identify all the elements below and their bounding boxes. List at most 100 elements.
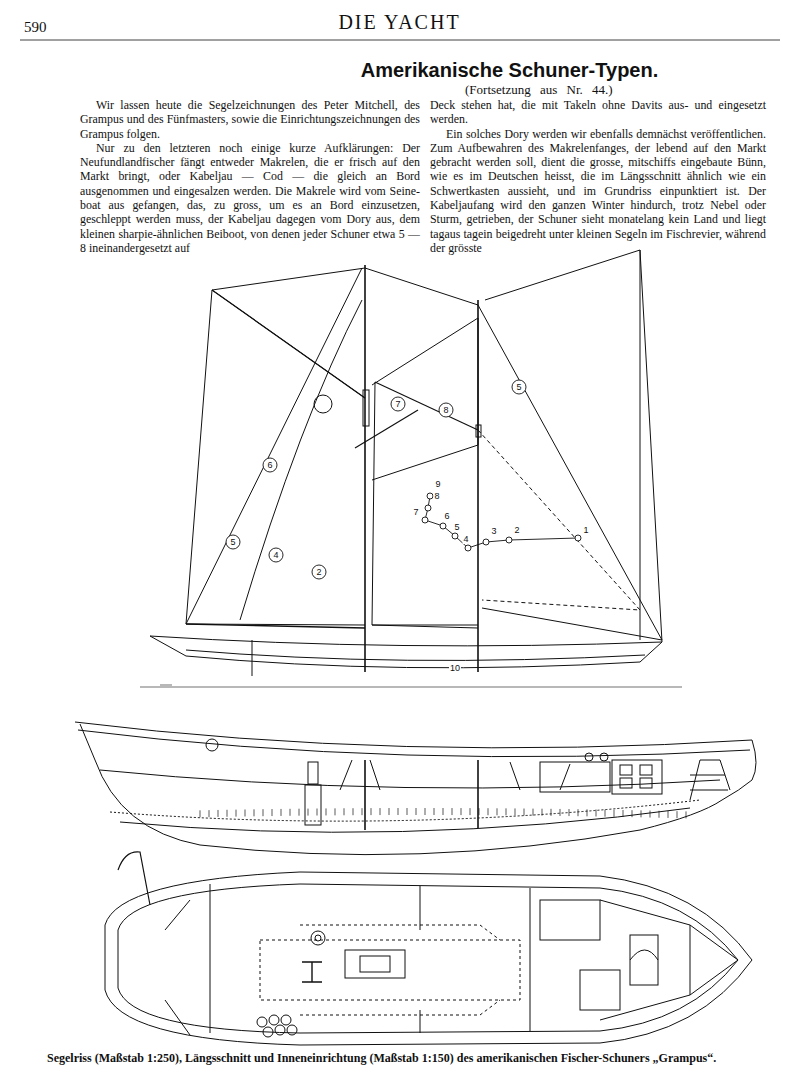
drawing-stroke [540, 900, 600, 940]
callout-number: 5 [229, 537, 236, 547]
drawing-stroke [362, 808, 363, 815]
drawing-stroke [120, 808, 690, 832]
drawing-stroke [620, 778, 632, 788]
drawing-stroke [569, 809, 570, 816]
drawing-stroke [245, 809, 246, 816]
drawing-stroke [659, 811, 660, 818]
drawing-stroke [365, 268, 478, 305]
drawing-stroke [269, 548, 283, 562]
drawing-stroke [312, 565, 326, 579]
drawing-stroke [364, 760, 366, 830]
drawing-stroke [212, 268, 365, 290]
drawing-stroke [452, 808, 453, 815]
callout-number: 10 [449, 663, 461, 673]
drawing-stroke [461, 808, 462, 815]
drawing-stroke [160, 685, 172, 686]
drawing-stroke [600, 753, 608, 761]
drawing-stroke [434, 808, 435, 815]
drawing-stroke [150, 636, 662, 646]
drawing-stroke [614, 810, 615, 817]
drawing-stroke [252, 640, 253, 676]
drawing-stroke [668, 811, 669, 818]
drawing-stroke [375, 382, 478, 430]
drawing-stroke [236, 810, 237, 817]
drawing-stroke [299, 809, 300, 816]
drawing-stroke [75, 722, 752, 748]
drawing-stroke [530, 888, 531, 1031]
drawing-stroke [340, 760, 380, 790]
drawing-stroke [100, 770, 720, 788]
drawing-stroke [630, 950, 658, 960]
drawing-stroke [263, 1027, 273, 1037]
callout-number: 3 [490, 526, 497, 536]
drawing-stroke [470, 808, 471, 815]
drawing-stroke [690, 760, 730, 800]
drawing-stroke [600, 995, 690, 1020]
drawing-stroke [596, 809, 597, 816]
callout-number: 4 [462, 534, 469, 544]
drawing-stroke [308, 809, 309, 816]
page-number: 590 [24, 18, 47, 36]
drawing-stroke [641, 810, 642, 817]
drawing-stroke [690, 925, 691, 995]
drawing-stroke [605, 810, 606, 817]
drawing-stroke [226, 535, 240, 549]
drawing-stroke [206, 739, 218, 751]
sail-plan [140, 250, 682, 687]
drawing-stroke [620, 765, 632, 775]
drawing-stroke [165, 900, 190, 1035]
drawing-stroke [407, 808, 408, 815]
drawing-stroke [281, 809, 282, 816]
drawing-stroke [372, 318, 478, 445]
text-column: Deck stehen hat, die mit Takeln ohne Dav… [430, 98, 766, 255]
drawing-stroke [345, 950, 405, 978]
callout-number: 5 [515, 382, 522, 392]
drawing-stroke [580, 970, 620, 1010]
callout-number: 9 [434, 479, 441, 489]
drawing-stroke [263, 458, 277, 472]
drawing-stroke [391, 397, 405, 411]
drawing-stroke [326, 808, 327, 815]
drawing-stroke [272, 809, 273, 816]
callout-number: 1 [582, 525, 589, 535]
drawing-stroke [344, 808, 345, 815]
drawing-stroke [512, 380, 526, 394]
callout-number: 2 [513, 525, 520, 535]
drawing-stroke [506, 808, 507, 815]
drawing-stroke [497, 808, 498, 815]
drawing-stroke [363, 390, 369, 426]
callout-number: 8 [442, 405, 449, 415]
sail-callout-circles [226, 380, 526, 579]
drawing-stroke [150, 636, 662, 668]
callout-number: 8 [433, 491, 440, 501]
drawing-stroke [118, 852, 150, 905]
page-rules [20, 40, 780, 41]
drawing-stroke [305, 785, 321, 825]
drawing-stroke [440, 523, 446, 529]
drawing-stroke [677, 811, 678, 818]
article-title: Amerikanische Schuner-Typen. [0, 58, 799, 82]
drawing-stroke [275, 1025, 285, 1035]
drawing-stroke [425, 808, 426, 815]
drawing-stroke [542, 809, 543, 816]
drawing-stroke [600, 900, 690, 925]
drawing-stroke [640, 765, 652, 775]
callout-number: 5 [453, 522, 460, 532]
drawing-stroke [240, 300, 362, 620]
drawing-stroke [612, 760, 662, 794]
drawing-stroke [105, 872, 752, 1045]
drawing-stroke [311, 931, 325, 945]
drawing-stroke [477, 760, 479, 828]
drawing-stroke [483, 539, 489, 545]
drawing-stroke [420, 1010, 421, 1033]
drawing-stroke [398, 808, 399, 815]
drawing-stroke [524, 809, 525, 816]
drawing-stroke [317, 809, 318, 816]
drawing-stroke [78, 730, 750, 757]
drawing-stroke [281, 1015, 291, 1025]
paragraph: Wir lassen heute die Segelzeichnungen de… [80, 98, 420, 141]
drawing-stroke [722, 740, 756, 800]
drawing-stroke [140, 687, 682, 688]
drawing-stroke [353, 808, 354, 815]
drawing-stroke [416, 808, 417, 815]
